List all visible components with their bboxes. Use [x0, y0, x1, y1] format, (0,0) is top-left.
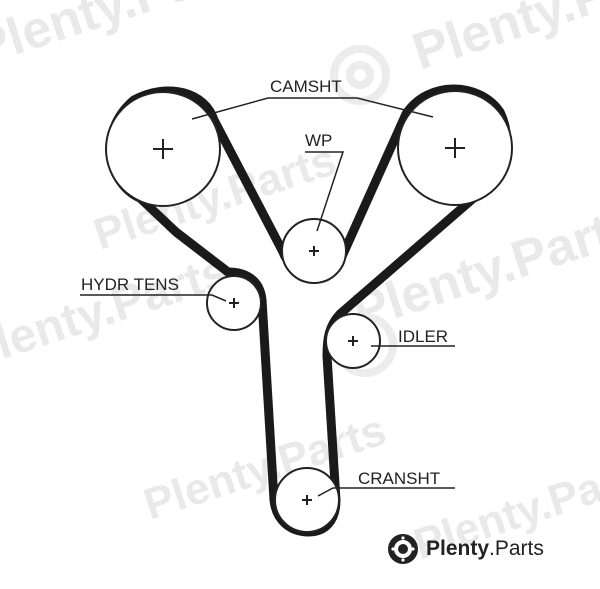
- leader-water-pump: [305, 151, 345, 232]
- label-camshaft: CAMSHT: [270, 77, 342, 96]
- label-crankshaft: CRANSHT: [358, 469, 440, 488]
- plus-center-mark-icon: [445, 138, 465, 158]
- plus-center-mark-icon: [153, 139, 173, 159]
- plus-center-mark-icon: [348, 336, 358, 346]
- watermark-text: Plenty.Parts: [138, 405, 392, 529]
- plus-center-mark-icon: [309, 246, 319, 256]
- leader-camshaft: [191, 97, 434, 120]
- brand-name-bold: Plenty: [426, 537, 490, 560]
- leader-hydraulic-tensioner: [80, 294, 227, 302]
- brake-disc-logo-icon: [388, 534, 418, 564]
- brand-name-rest: .Parts: [489, 537, 544, 560]
- label-hydraulic-tensioner: HYDR TENS: [81, 275, 179, 294]
- watermark-text: Plenty.Parts: [0, 245, 235, 380]
- label-water-pump: WP: [305, 131, 332, 150]
- plus-center-mark-icon: [302, 495, 312, 505]
- brand-name: Plenty.Parts: [426, 537, 544, 561]
- leader-crankshaft: [317, 487, 455, 497]
- label-idler: IDLER: [398, 327, 448, 346]
- watermark-text: Plenty.Parts: [406, 0, 600, 81]
- brand-logo: Plenty.Parts: [386, 532, 544, 566]
- plus-center-mark-icon: [229, 298, 239, 308]
- watermark-text: Plenty.Parts: [0, 0, 267, 78]
- leader-lines: [80, 97, 455, 497]
